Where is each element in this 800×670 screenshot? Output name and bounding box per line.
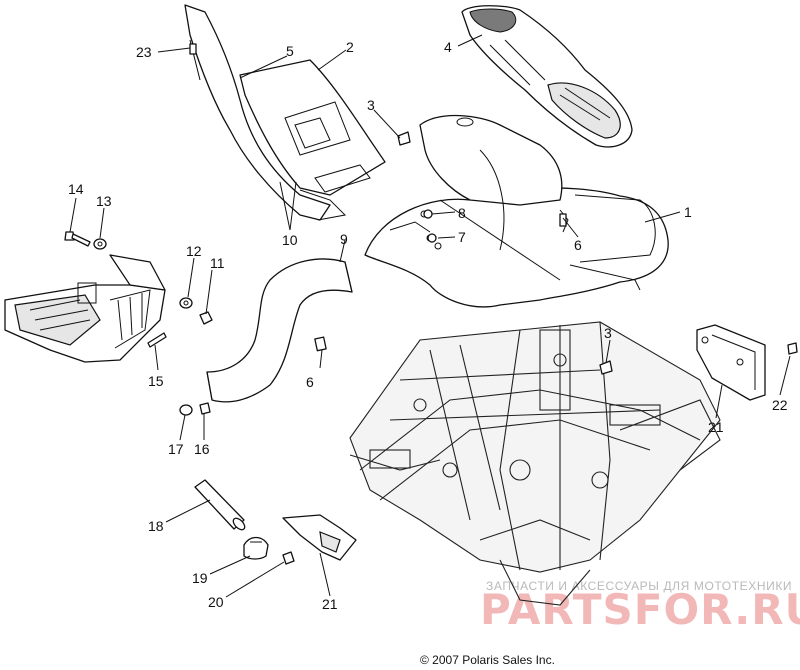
callout-23: 23 xyxy=(136,44,152,60)
callout-21-lower: 21 xyxy=(322,596,338,612)
hardware xyxy=(64,43,798,565)
callout-20: 20 xyxy=(208,594,224,610)
callout-15: 15 xyxy=(148,373,164,389)
part-9-hose xyxy=(206,258,353,403)
watermark: ЗАПЧАСТИ И АКСЕССУАРЫ ДЛЯ МОТОТЕХНИКИ PA… xyxy=(480,579,800,634)
leader-lines xyxy=(69,34,791,598)
part-21-right-bracket xyxy=(696,324,766,401)
callout-10: 10 xyxy=(282,232,298,248)
callout-19: 19 xyxy=(192,570,208,586)
part-1-fender-assembly xyxy=(364,114,669,308)
callout-labels: 1 2 3 4 5 6 7 8 9 10 11 12 13 14 15 16 1… xyxy=(68,39,788,612)
callout-4: 4 xyxy=(444,39,452,55)
copyright-text: © 2007 Polaris Sales Inc. xyxy=(420,653,555,667)
callout-1: 1 xyxy=(684,204,692,220)
callout-17: 17 xyxy=(168,441,184,457)
callout-5: 5 xyxy=(286,43,294,59)
callout-6-clip: 6 xyxy=(306,374,314,390)
callout-2: 2 xyxy=(346,39,354,55)
callout-16: 16 xyxy=(194,441,210,457)
callout-14: 14 xyxy=(68,181,84,197)
part-21-lower-shield xyxy=(282,514,357,561)
callout-21-right: 21 xyxy=(708,419,724,435)
callout-7: 7 xyxy=(458,229,466,245)
callout-3-upper: 3 xyxy=(367,97,375,113)
callout-18: 18 xyxy=(148,518,164,534)
part-2-front-cover xyxy=(184,4,386,221)
callout-3-lower: 3 xyxy=(604,325,612,341)
part-19-clamp xyxy=(243,536,269,560)
part-18-tube xyxy=(194,479,246,531)
callout-6-fender: 6 xyxy=(574,237,582,253)
part-4-seat xyxy=(461,5,633,148)
callout-22: 22 xyxy=(772,397,788,413)
footrest-assembly xyxy=(4,254,166,363)
watermark-tagline: ЗАПЧАСТИ И АКСЕССУАРЫ ДЛЯ МОТОТЕХНИКИ xyxy=(486,579,792,593)
callout-13: 13 xyxy=(96,193,112,209)
callout-11: 11 xyxy=(210,255,225,271)
callout-9: 9 xyxy=(340,231,348,247)
frame-assembly xyxy=(349,321,721,606)
callout-12: 12 xyxy=(186,243,202,259)
watermark-brand: PARTSFOR.RU xyxy=(480,585,800,634)
callout-8: 8 xyxy=(458,205,466,221)
